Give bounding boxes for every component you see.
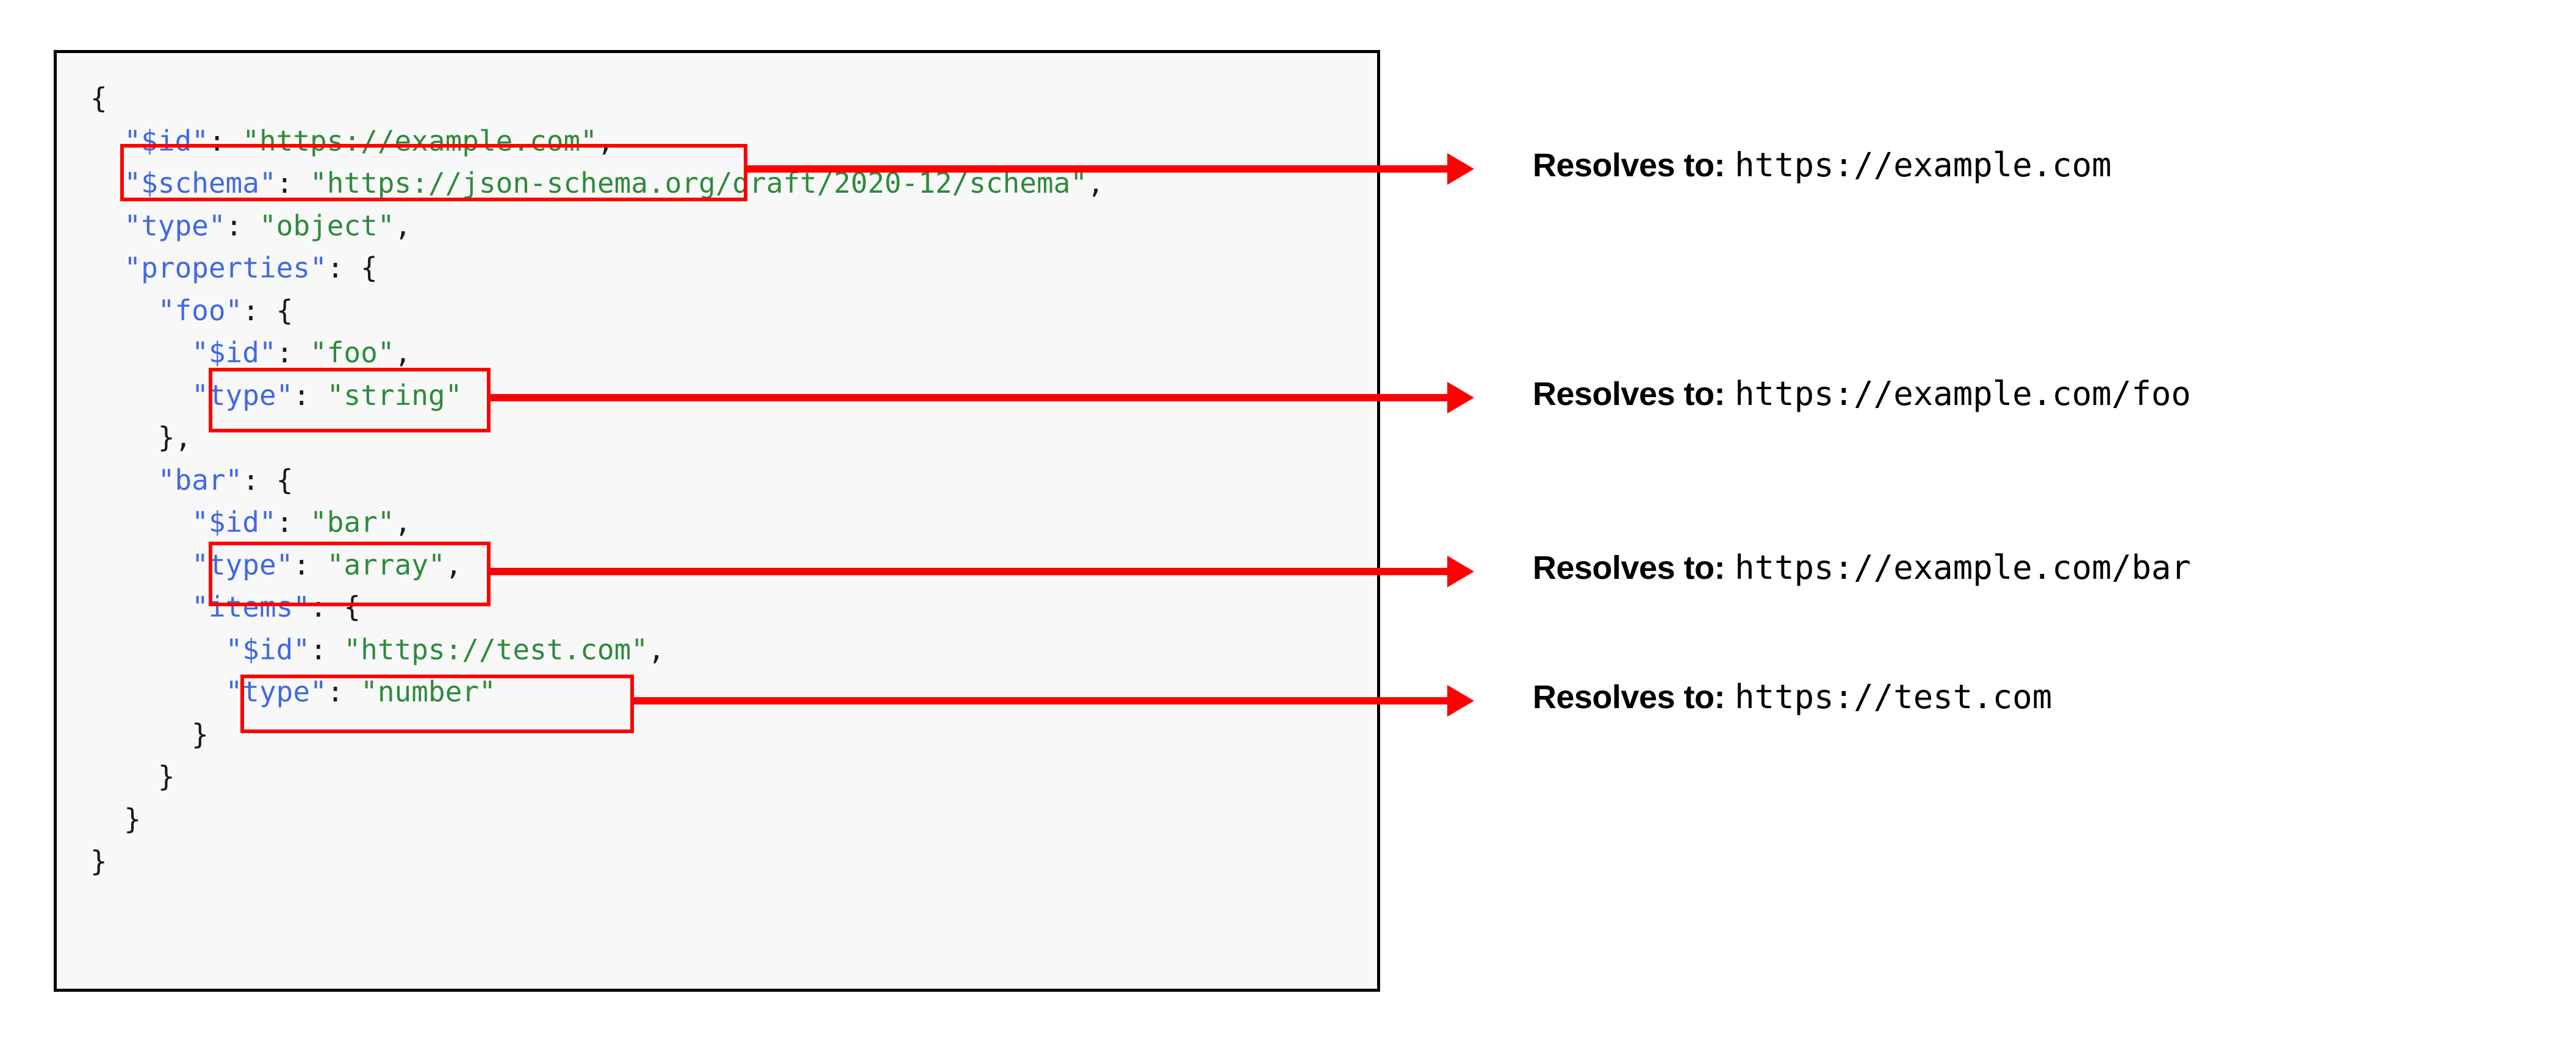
resolves-to-label: Resolves to: xyxy=(1533,147,1725,184)
code-token: : xyxy=(225,209,259,242)
resolves-to-row: Resolves to: https://test.com xyxy=(1533,678,2052,716)
resolves-to-row: Resolves to: https://example.com/bar xyxy=(1533,548,2191,587)
code-line: } xyxy=(90,798,1104,841)
resolved-url: https://example.com/foo xyxy=(1735,375,2191,413)
code-token: "bar" xyxy=(310,506,395,539)
code-token: : xyxy=(293,548,327,581)
code-line: } xyxy=(90,840,1104,883)
arrow-shaft xyxy=(744,165,1447,173)
code-token: "number" xyxy=(361,675,496,708)
code-line: "type": "array", xyxy=(90,544,1104,587)
code-token: "https://test.com" xyxy=(344,633,648,666)
arrow-head-icon xyxy=(1447,556,1474,587)
arrow-shaft xyxy=(487,394,1447,401)
resolved-url: https://example.com xyxy=(1735,146,2112,184)
code-token: , xyxy=(445,548,462,581)
resolves-to-label: Resolves to: xyxy=(1533,550,1725,586)
code-token: , xyxy=(394,336,412,369)
code-token: : xyxy=(326,675,361,708)
code-token: "type" xyxy=(192,378,293,412)
code-token: "properties" xyxy=(124,251,327,284)
resolves-to-row: Resolves to: https://example.com/foo xyxy=(1533,375,2191,413)
code-token: "$schema" xyxy=(124,167,276,199)
resolves-to-label: Resolves to: xyxy=(1533,376,1725,412)
code-token: "object" xyxy=(259,209,395,242)
code-token: , xyxy=(597,124,614,157)
code-token: : xyxy=(293,378,327,412)
code-token: } xyxy=(90,845,107,878)
code-token: "foo" xyxy=(310,336,395,369)
code-line: "$id": "foo", xyxy=(90,332,1104,375)
code-line: "$id": "bar", xyxy=(90,501,1104,544)
code-token: : { xyxy=(326,251,378,284)
code-line: "items": { xyxy=(90,586,1104,629)
code-token: : xyxy=(276,336,311,369)
json-code-listing: { "$id": "https://example.com", "$schema… xyxy=(90,77,1104,883)
code-token: "https://example.com" xyxy=(242,124,597,157)
code-token: }, xyxy=(157,421,192,454)
code-token: "$id" xyxy=(225,633,311,666)
code-token: } xyxy=(124,802,142,836)
arrow-shaft xyxy=(631,697,1447,704)
resolves-to-label: Resolves to: xyxy=(1533,679,1725,715)
code-token: "type" xyxy=(225,675,327,708)
code-token: "$id" xyxy=(192,336,276,369)
code-line: "$id": "https://example.com", xyxy=(90,120,1104,163)
code-token: "$id" xyxy=(192,506,276,539)
resolves-to-row: Resolves to: https://example.com xyxy=(1533,146,2112,184)
resolved-url: https://example.com/bar xyxy=(1735,548,2191,587)
resolved-url: https://test.com xyxy=(1735,678,2053,716)
code-token: "type" xyxy=(124,209,226,242)
json-code-panel: { "$id": "https://example.com", "$schema… xyxy=(54,50,1380,992)
code-token: "array" xyxy=(326,548,445,581)
arrow-head-icon xyxy=(1447,382,1474,414)
code-token: : { xyxy=(310,590,361,623)
arrow-head-icon xyxy=(1447,685,1474,717)
code-token: "items" xyxy=(192,590,311,623)
code-line: "type": "number" xyxy=(90,671,1104,714)
code-token: : { xyxy=(242,463,293,496)
arrow-shaft xyxy=(487,568,1447,575)
code-token: "string" xyxy=(326,378,462,412)
code-line: "type": "string" xyxy=(90,375,1104,417)
arrow-head-icon xyxy=(1447,153,1474,185)
code-token: : xyxy=(276,167,311,199)
code-line: "foo": { xyxy=(90,290,1104,332)
code-token: , xyxy=(394,506,412,539)
code-line: "properties": { xyxy=(90,247,1104,290)
code-token: "$id" xyxy=(124,124,209,157)
code-token: "bar" xyxy=(157,463,243,496)
code-token: : { xyxy=(242,293,293,327)
code-token: , xyxy=(394,209,412,242)
code-token: , xyxy=(647,633,665,666)
code-line: } xyxy=(90,714,1104,756)
code-line: } xyxy=(90,756,1104,798)
code-line: }, xyxy=(90,417,1104,459)
code-token: } xyxy=(192,717,209,751)
code-token: : xyxy=(276,506,311,539)
code-token: "type" xyxy=(192,548,293,581)
code-token: { xyxy=(90,82,107,115)
code-token: "foo" xyxy=(157,293,243,327)
code-token: : xyxy=(310,633,344,666)
code-token: : xyxy=(208,124,243,157)
code-token: } xyxy=(157,760,175,793)
code-line: "$id": "https://test.com", xyxy=(90,629,1104,672)
code-line: "type": "object", xyxy=(90,205,1104,248)
code-line: "bar": { xyxy=(90,459,1104,502)
code-line: { xyxy=(90,77,1104,120)
